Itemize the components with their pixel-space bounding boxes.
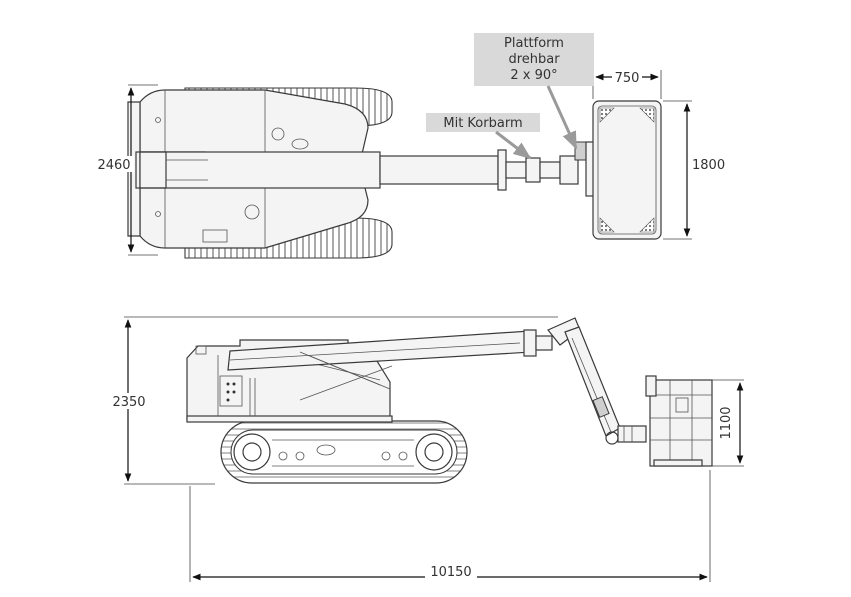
dim-top-width-label: 2460 — [97, 158, 130, 173]
callout-jib: Mit Korbarm — [426, 113, 540, 160]
dim-platform-height-label: 1800 — [692, 158, 725, 173]
side-crawler — [220, 420, 468, 484]
side-platform — [645, 375, 713, 467]
side-view: 2350 1100 10150 — [108, 316, 744, 582]
callout-platform-line1: Plattform — [504, 36, 564, 51]
top-platform — [592, 100, 662, 240]
dim-side-height-label: 2350 — [112, 395, 145, 410]
dim-platform-width-label: 750 — [615, 71, 640, 86]
top-view: 2460 1800 750 Plattform drehbar 2 x 90° — [97, 33, 725, 259]
side-boom — [227, 317, 581, 390]
side-jib — [564, 326, 647, 445]
callout-platform-line3: 2 x 90° — [510, 68, 557, 83]
dim-side-height: 2350 — [108, 316, 558, 485]
callout-platform-line2: drehbar — [508, 52, 560, 67]
dim-platform-side: 1100 — [712, 379, 744, 467]
callout-jib-label: Mit Korbarm — [443, 116, 522, 131]
dim-platform-side-label: 1100 — [719, 406, 734, 439]
top-boom — [135, 141, 615, 197]
dim-platform-width: 750 — [592, 69, 662, 99]
dim-platform-height: 1800 — [663, 100, 725, 240]
dim-total-length-label: 10150 — [430, 565, 471, 580]
callout-platform: Plattform drehbar 2 x 90° — [474, 33, 594, 150]
dim-top-width: 2460 — [97, 84, 158, 256]
dim-total-length: 10150 — [189, 470, 711, 582]
